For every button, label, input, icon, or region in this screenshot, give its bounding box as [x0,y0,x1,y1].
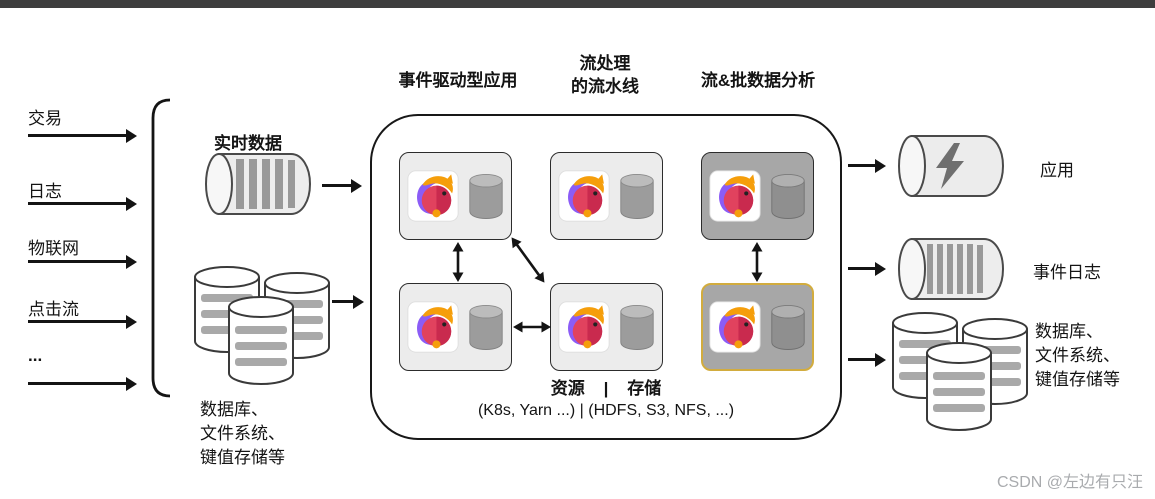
source-label: 交易 [28,109,62,128]
flow-arrow [848,164,882,167]
flink-job-box [399,152,512,240]
use-case-header: 流处理 的流水线 [571,54,639,96]
output-label: 数据库、 文件系统、 键值存储等 [1035,322,1120,389]
output-label: 事件日志 [1033,263,1101,282]
flink-logo-icon [558,170,610,222]
state-cylinder-icon [620,173,654,219]
source-label: 日志 [28,182,62,201]
bidirectional-arrow [452,242,464,282]
resource-storage-detail: (K8s, Yarn ...) | (HDFS, S3, NFS, ...) [477,402,735,419]
flow-arrow [28,260,133,263]
flow-arrow [28,382,133,385]
use-case-header: 流&批数据分析 [700,71,816,90]
bidirectional-arrow [513,321,551,333]
flow-arrow [322,184,358,187]
state-cylinder-icon [771,173,805,219]
flow-arrow [28,320,133,323]
realtime-data-label: 实时数据 [214,134,282,153]
flink-job-box-selected [701,283,814,371]
resource-storage-label: 资源 | 存储 [550,379,662,398]
flink-logo-icon [407,301,459,353]
flow-arrow [28,202,133,205]
flow-arrow [332,300,360,303]
realtime-cylinder-icon [205,153,312,215]
lightning-icon [936,143,964,189]
state-cylinder-icon [469,304,503,350]
flink-logo-icon [558,301,610,353]
database-stack-icon [892,312,1028,432]
app-cylinder-icon [898,135,1005,197]
source-label: 物联网 [28,239,79,258]
output-label: 应用 [1040,161,1074,180]
bidirectional-arrow [511,237,545,283]
state-cylinder-icon [771,304,805,350]
source-label: ... [28,346,43,365]
flink-job-box [701,152,814,240]
flink-job-box [550,152,663,240]
flink-logo-icon [709,170,761,222]
bidirectional-arrow [751,242,763,282]
source-label: 点击流 [28,300,79,319]
database-stack-icon [194,266,330,386]
top-bar [0,0,1155,8]
flink-job-box [550,283,663,371]
watermark: CSDN @左边有只汪 [996,474,1143,491]
bracket [151,98,171,398]
state-cylinder-icon [620,304,654,350]
event-log-cylinder-icon [898,238,1005,300]
left-storage-label: 数据库、 文件系统、 键值存储等 [200,400,285,467]
flow-arrow [28,134,133,137]
state-cylinder-icon [469,173,503,219]
use-case-header: 事件驱动型应用 [398,71,518,90]
flink-job-box [399,283,512,371]
flow-arrow [848,267,882,270]
flow-arrow [848,358,882,361]
flink-logo-icon [407,170,459,222]
flink-logo-icon [709,301,761,353]
